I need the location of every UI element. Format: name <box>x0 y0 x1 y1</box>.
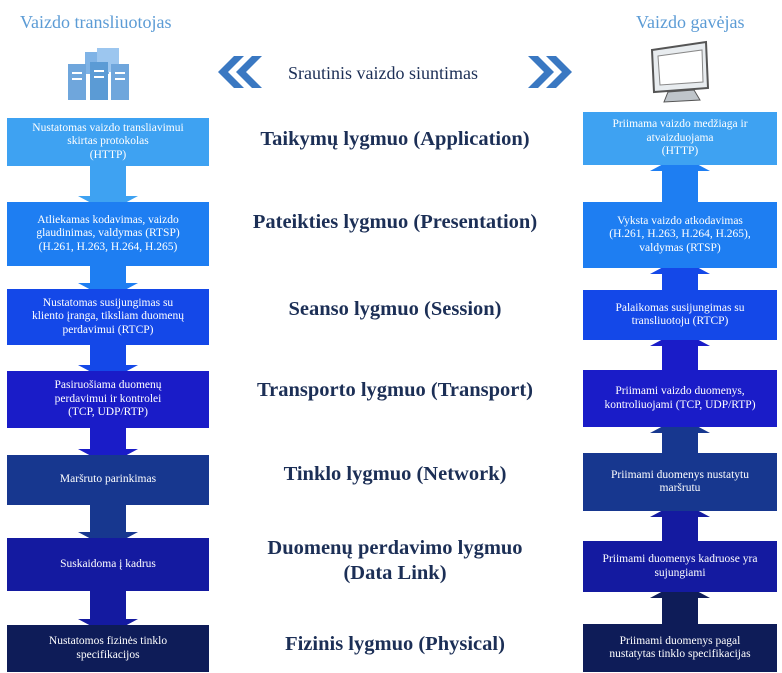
box-line: perdavimui (RTCP) <box>62 323 154 336</box>
box-line: (HTTP) <box>661 145 699 158</box>
layer-label-line: Seanso lygmuo (Session) <box>288 298 502 320</box>
box-line: specifikacijos <box>76 648 140 661</box>
box-line: maršrutu <box>659 482 701 494</box>
box-line: sujungiami <box>654 566 706 579</box>
streaming-label: Srautinis vaizdo siuntimas <box>288 63 478 83</box>
box-line: transliuotoju (RTCP) <box>631 315 729 327</box>
sender-step-box: Suskaidoma į kadrus <box>7 538 209 591</box>
box-line: (TCP, UDP/RTP) <box>68 406 148 419</box>
box-line: glaudinimas, valdymas (RTSP) <box>36 227 180 240</box>
box-line: Maršruto parinkimas <box>59 473 157 486</box>
box-line: Nustatomas susijungimas su <box>42 296 174 309</box>
down-arrow <box>78 591 138 635</box>
layer-label-line: (Data Link) <box>343 562 447 584</box>
layer-label: Transporto lygmuo (Transport) <box>210 378 580 403</box>
box-line: Priimami duomenys pagal <box>619 634 741 647</box>
layer-label-line: Taikymų lygmuo (Application) <box>260 128 530 150</box>
sender-title: Vaizdo transliuotojas <box>20 12 172 32</box>
box-line: Pasiruošiama duomenų <box>54 379 162 392</box>
box-line: atvaizduojama <box>646 131 714 144</box>
layer-label: Tinklo lygmuo (Network) <box>210 462 580 487</box>
box-line: kontroliuojami (TCP, UDP/RTP) <box>604 398 756 411</box>
box-line: perdavimui ir kontrolei <box>54 392 162 405</box>
sender-step-box: Maršruto parinkimas <box>7 455 209 505</box>
box-line: Priimama vaizdo medžiaga ir <box>612 118 748 131</box>
box-line: Priimami duomenys nustatytu <box>611 468 749 481</box>
receiver-title: Vaizdo gavėjas <box>636 12 745 32</box>
up-arrow <box>650 501 710 541</box>
server-icon <box>68 48 129 100</box>
receiver-step-box: Priimami vaizdo duomenys,kontroliuojami … <box>583 370 777 427</box>
box-line: Nustatomas vaizdo transliavimui <box>32 121 184 134</box>
box-line: nustatytas tinklo specifikacijas <box>609 648 751 660</box>
up-arrow <box>650 330 710 370</box>
down-arrow <box>78 505 138 548</box>
up-arrow <box>650 155 710 202</box>
box-line: (H.261, H.263, H.264, H.265), <box>609 228 751 241</box>
double-chevron-right-icon <box>528 56 572 88</box>
layer-label-line: Tinklo lygmuo (Network) <box>283 463 507 485</box>
layer-label-line: Fizinis lygmuo (Physical) <box>285 633 505 655</box>
receiver-step-box: Vyksta vaizdo atkodavimas(H.261, H.263, … <box>583 202 777 268</box>
box-line: Nustatomos fizinės tinklo <box>48 635 168 647</box>
layer-label-line: Pateikties lygmuo (Presentation) <box>252 211 538 233</box>
double-chevron-left-icon <box>218 56 262 88</box>
box-line: (HTTP) <box>89 148 127 161</box>
box-line: Palaikomas susijungimas su <box>615 301 745 314</box>
layer-label: Fizinis lygmuo (Physical) <box>210 632 580 657</box>
up-arrow <box>650 582 710 624</box>
box-line: Priimami vaizdo duomenys, <box>615 385 745 397</box>
down-arrow <box>78 166 138 212</box>
box-line: valdymas (RTSP) <box>639 241 721 254</box>
layer-label: Pateikties lygmuo (Presentation) <box>210 210 580 235</box>
layer-label-line: Transporto lygmuo (Transport) <box>257 379 533 401</box>
box-line: Vyksta vaizdo atkodavimas <box>617 214 743 227</box>
box-line: skirtas protokolas <box>67 135 149 148</box>
box-line: Suskaidoma į kadrus <box>60 557 156 570</box>
box-line: kliento įranga, tiksliam duomenų <box>31 310 185 323</box>
monitor-icon <box>650 40 710 103</box>
layer-label: Taikymų lygmuo (Application) <box>210 127 580 152</box>
box-line: (H.261, H.263, H.264, H.265) <box>38 240 178 253</box>
layer-label: Seanso lygmuo (Session) <box>210 297 580 322</box>
layer-label: Duomenų perdavimo lygmuo (Data Link) <box>210 536 580 586</box>
box-line: Atliekamas kodavimas, vaizdo <box>37 213 179 226</box>
box-line: Priimami duomenys kadruose yra <box>602 553 758 565</box>
layer-label-line: Duomenų perdavimo lygmuo <box>267 537 523 559</box>
